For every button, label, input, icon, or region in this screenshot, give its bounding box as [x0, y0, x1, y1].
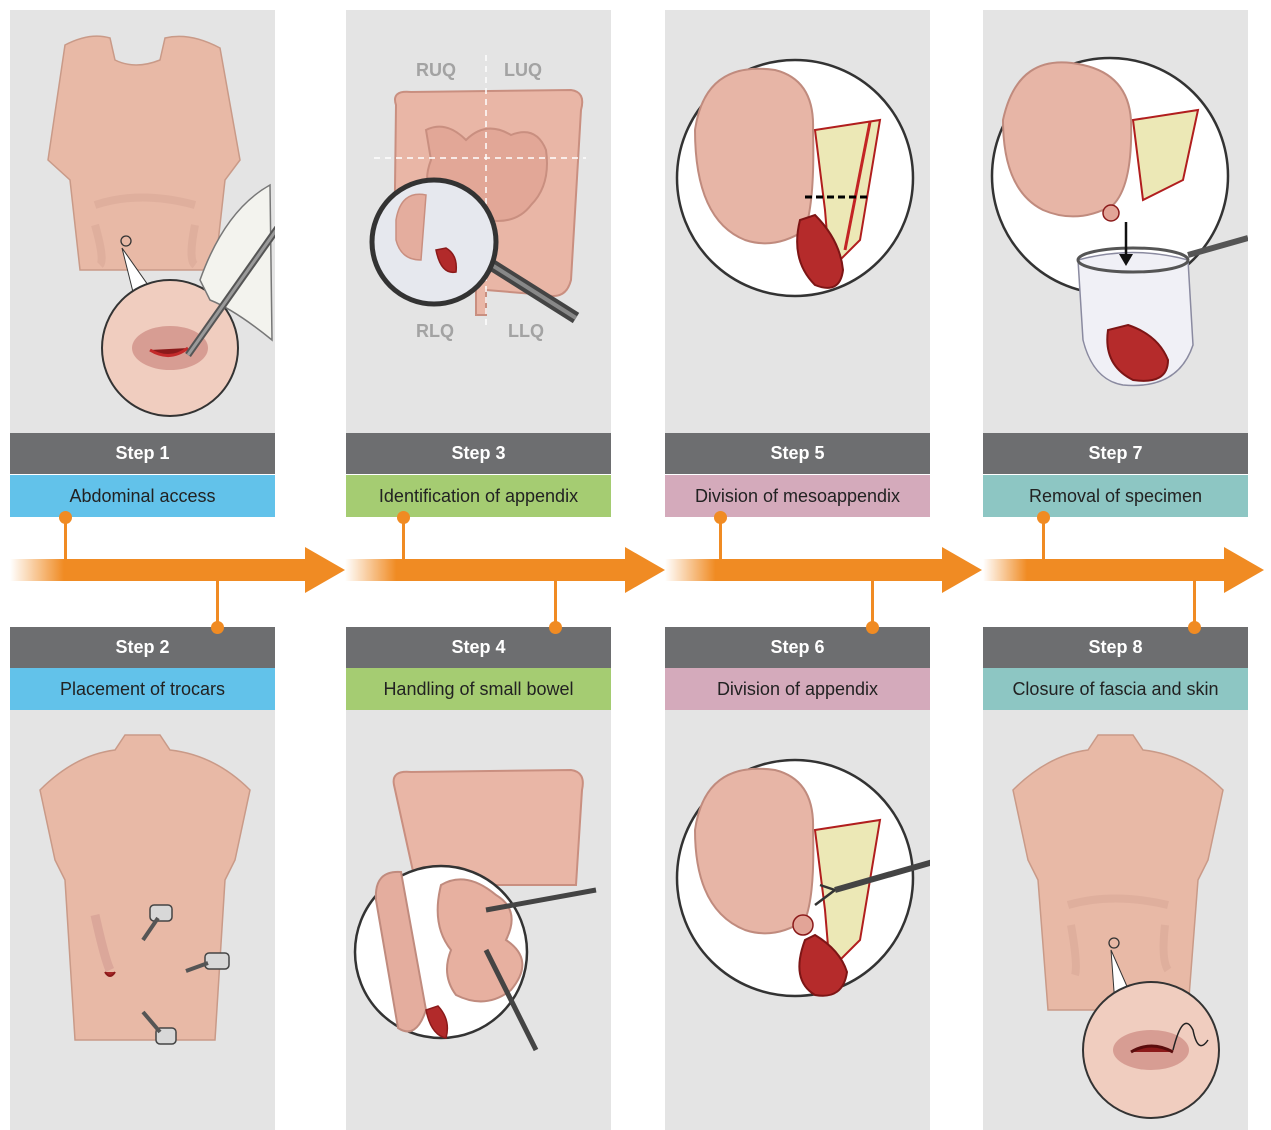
connector-dot-step-2	[211, 621, 224, 634]
timeline-arrow-1	[10, 547, 345, 593]
mesoappendix-illustration	[665, 10, 930, 435]
connector-step-2	[216, 580, 219, 626]
step-4-label: Step 4	[346, 627, 611, 668]
connector-dot-step-8	[1188, 621, 1201, 634]
connector-dot-step-7	[1037, 511, 1050, 524]
timeline-arrows	[0, 540, 1271, 600]
connector-step-6	[871, 580, 874, 626]
connector-step-8	[1193, 580, 1196, 626]
step-2-panel	[10, 710, 275, 1130]
step-2-label: Step 2	[10, 627, 275, 668]
quadrant-luq: LUQ	[504, 60, 542, 80]
step-7-panel	[983, 10, 1248, 435]
step-3-label: Step 3	[346, 433, 611, 474]
step-5-label: Step 5	[665, 433, 930, 474]
step-1-panel	[10, 10, 275, 435]
step-8-panel	[983, 710, 1248, 1130]
step-8-label: Step 8	[983, 627, 1248, 668]
colon-quadrants-illustration: RUQ LUQ RLQ LLQ	[346, 10, 611, 435]
timeline-arrow-2	[345, 547, 665, 593]
connector-dot-step-4	[549, 621, 562, 634]
quadrant-llq: LLQ	[508, 321, 544, 341]
connector-dot-step-5	[714, 511, 727, 524]
torso-incision-illustration	[10, 10, 275, 435]
step-2-title: Placement of trocars	[10, 668, 275, 710]
small-bowel-illustration	[346, 710, 611, 1130]
step-3-title: Identification of appendix	[346, 475, 611, 517]
quadrant-ruq: RUQ	[416, 60, 456, 80]
connector-dot-step-3	[397, 511, 410, 524]
step-8-title: Closure of fascia and skin	[983, 668, 1248, 710]
quadrant-rlq: RLQ	[416, 321, 454, 341]
timeline-arrow-3	[665, 547, 982, 593]
connector-step-4	[554, 580, 557, 626]
timeline-arrow-4	[983, 547, 1264, 593]
step-4-title: Handling of small bowel	[346, 668, 611, 710]
appendix-division-illustration	[665, 710, 930, 1130]
step-7-label: Step 7	[983, 433, 1248, 474]
step-1-title: Abdominal access	[10, 475, 275, 517]
trocar-placement-illustration	[10, 710, 275, 1130]
specimen-removal-illustration	[983, 10, 1248, 435]
step-1-label: Step 1	[10, 433, 275, 474]
step-6-label: Step 6	[665, 627, 930, 668]
step-5-title: Division of mesoappendix	[665, 475, 930, 517]
step-6-panel	[665, 710, 930, 1130]
step-7-title: Removal of specimen	[983, 475, 1248, 517]
connector-dot-step-1	[59, 511, 72, 524]
step-6-title: Division of appendix	[665, 668, 930, 710]
connector-dot-step-6	[866, 621, 879, 634]
closure-illustration	[983, 710, 1248, 1130]
step-4-panel	[346, 710, 611, 1130]
step-5-panel	[665, 10, 930, 435]
step-3-panel: RUQ LUQ RLQ LLQ	[346, 10, 611, 435]
